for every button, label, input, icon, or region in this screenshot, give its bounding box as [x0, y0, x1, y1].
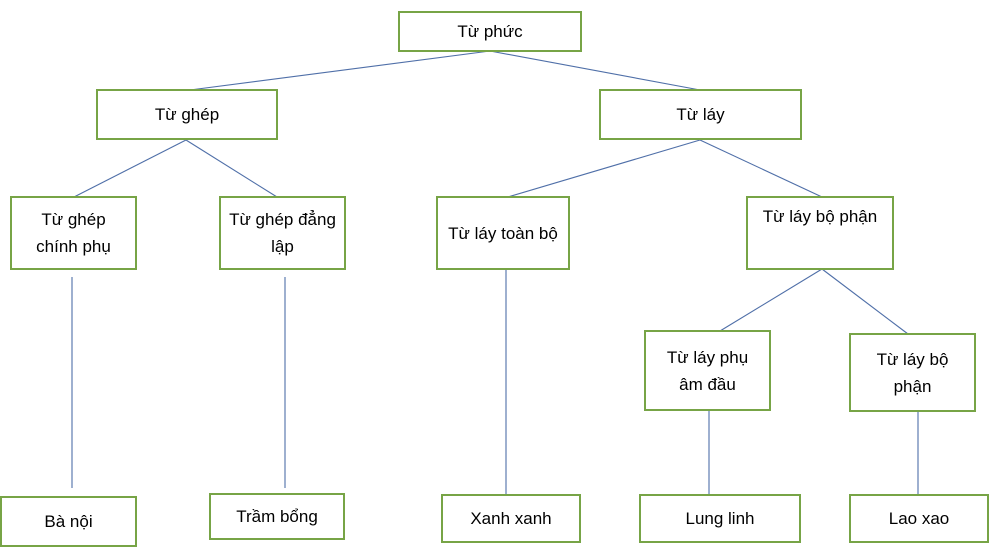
node-root-label: Từ phức: [457, 22, 523, 41]
node-compound-coordinate: Từ ghép đẳng lập: [219, 196, 346, 270]
node-example-lung-linh-label: Lung linh: [685, 509, 755, 528]
node-compound: Từ ghép: [96, 89, 278, 140]
node-redup-full-label: Từ láy toàn bộ: [448, 223, 558, 243]
node-example-xanh-xanh: Xanh xanh: [441, 494, 581, 543]
node-reduplicative-label: Từ láy: [676, 105, 725, 124]
node-example-xanh-xanh-label: Xanh xanh: [470, 509, 552, 528]
connector-root-compound: [189, 50, 491, 91]
connector-partial-rhyme: [821, 268, 909, 335]
connector-compound-subordinate: [73, 139, 187, 198]
node-example-lung-linh: Lung linh: [639, 494, 801, 543]
node-compound-subordinate: Từ ghép chính phụ: [10, 196, 137, 270]
node-compound-subordinate-label: Từ ghép chính phụ: [36, 210, 111, 256]
node-redup-initial: Từ láy phụ âm đầu: [644, 330, 771, 411]
connector-redup-partial: [699, 139, 823, 198]
node-reduplicative: Từ láy: [599, 89, 802, 140]
connector-redup-full: [507, 139, 701, 198]
node-root: Từ phức: [398, 11, 582, 52]
node-example-tram-bong-label: Trầm bổng: [236, 507, 318, 526]
node-example-ba-noi: Bà nội: [0, 496, 137, 547]
node-redup-partial: Từ láy bộ phận: [746, 196, 894, 270]
node-redup-partial-rhyme: Từ láy bộ phận: [849, 333, 976, 412]
node-compound-label: Từ ghép: [154, 105, 220, 124]
node-compound-coordinate-label: Từ ghép đẳng lập: [229, 210, 336, 256]
node-example-tram-bong: Trầm bổng: [209, 493, 345, 540]
node-redup-partial-label: Từ láy bộ phận: [762, 207, 878, 226]
node-example-lao-xao-label: Lao xao: [888, 509, 950, 528]
connector-root-reduplicative: [489, 50, 701, 91]
node-redup-full: Từ láy toàn bộ: [436, 196, 570, 270]
node-example-ba-noi-label: Bà nội: [44, 512, 93, 531]
connector-compound-coordinate: [185, 139, 278, 198]
node-example-lao-xao: Lao xao: [849, 494, 989, 543]
node-redup-initial-label: Từ láy phụ âm đầu: [666, 347, 749, 394]
node-redup-partial-rhyme-label: Từ láy bộ phận: [876, 349, 949, 396]
connector-partial-initial: [719, 268, 823, 332]
